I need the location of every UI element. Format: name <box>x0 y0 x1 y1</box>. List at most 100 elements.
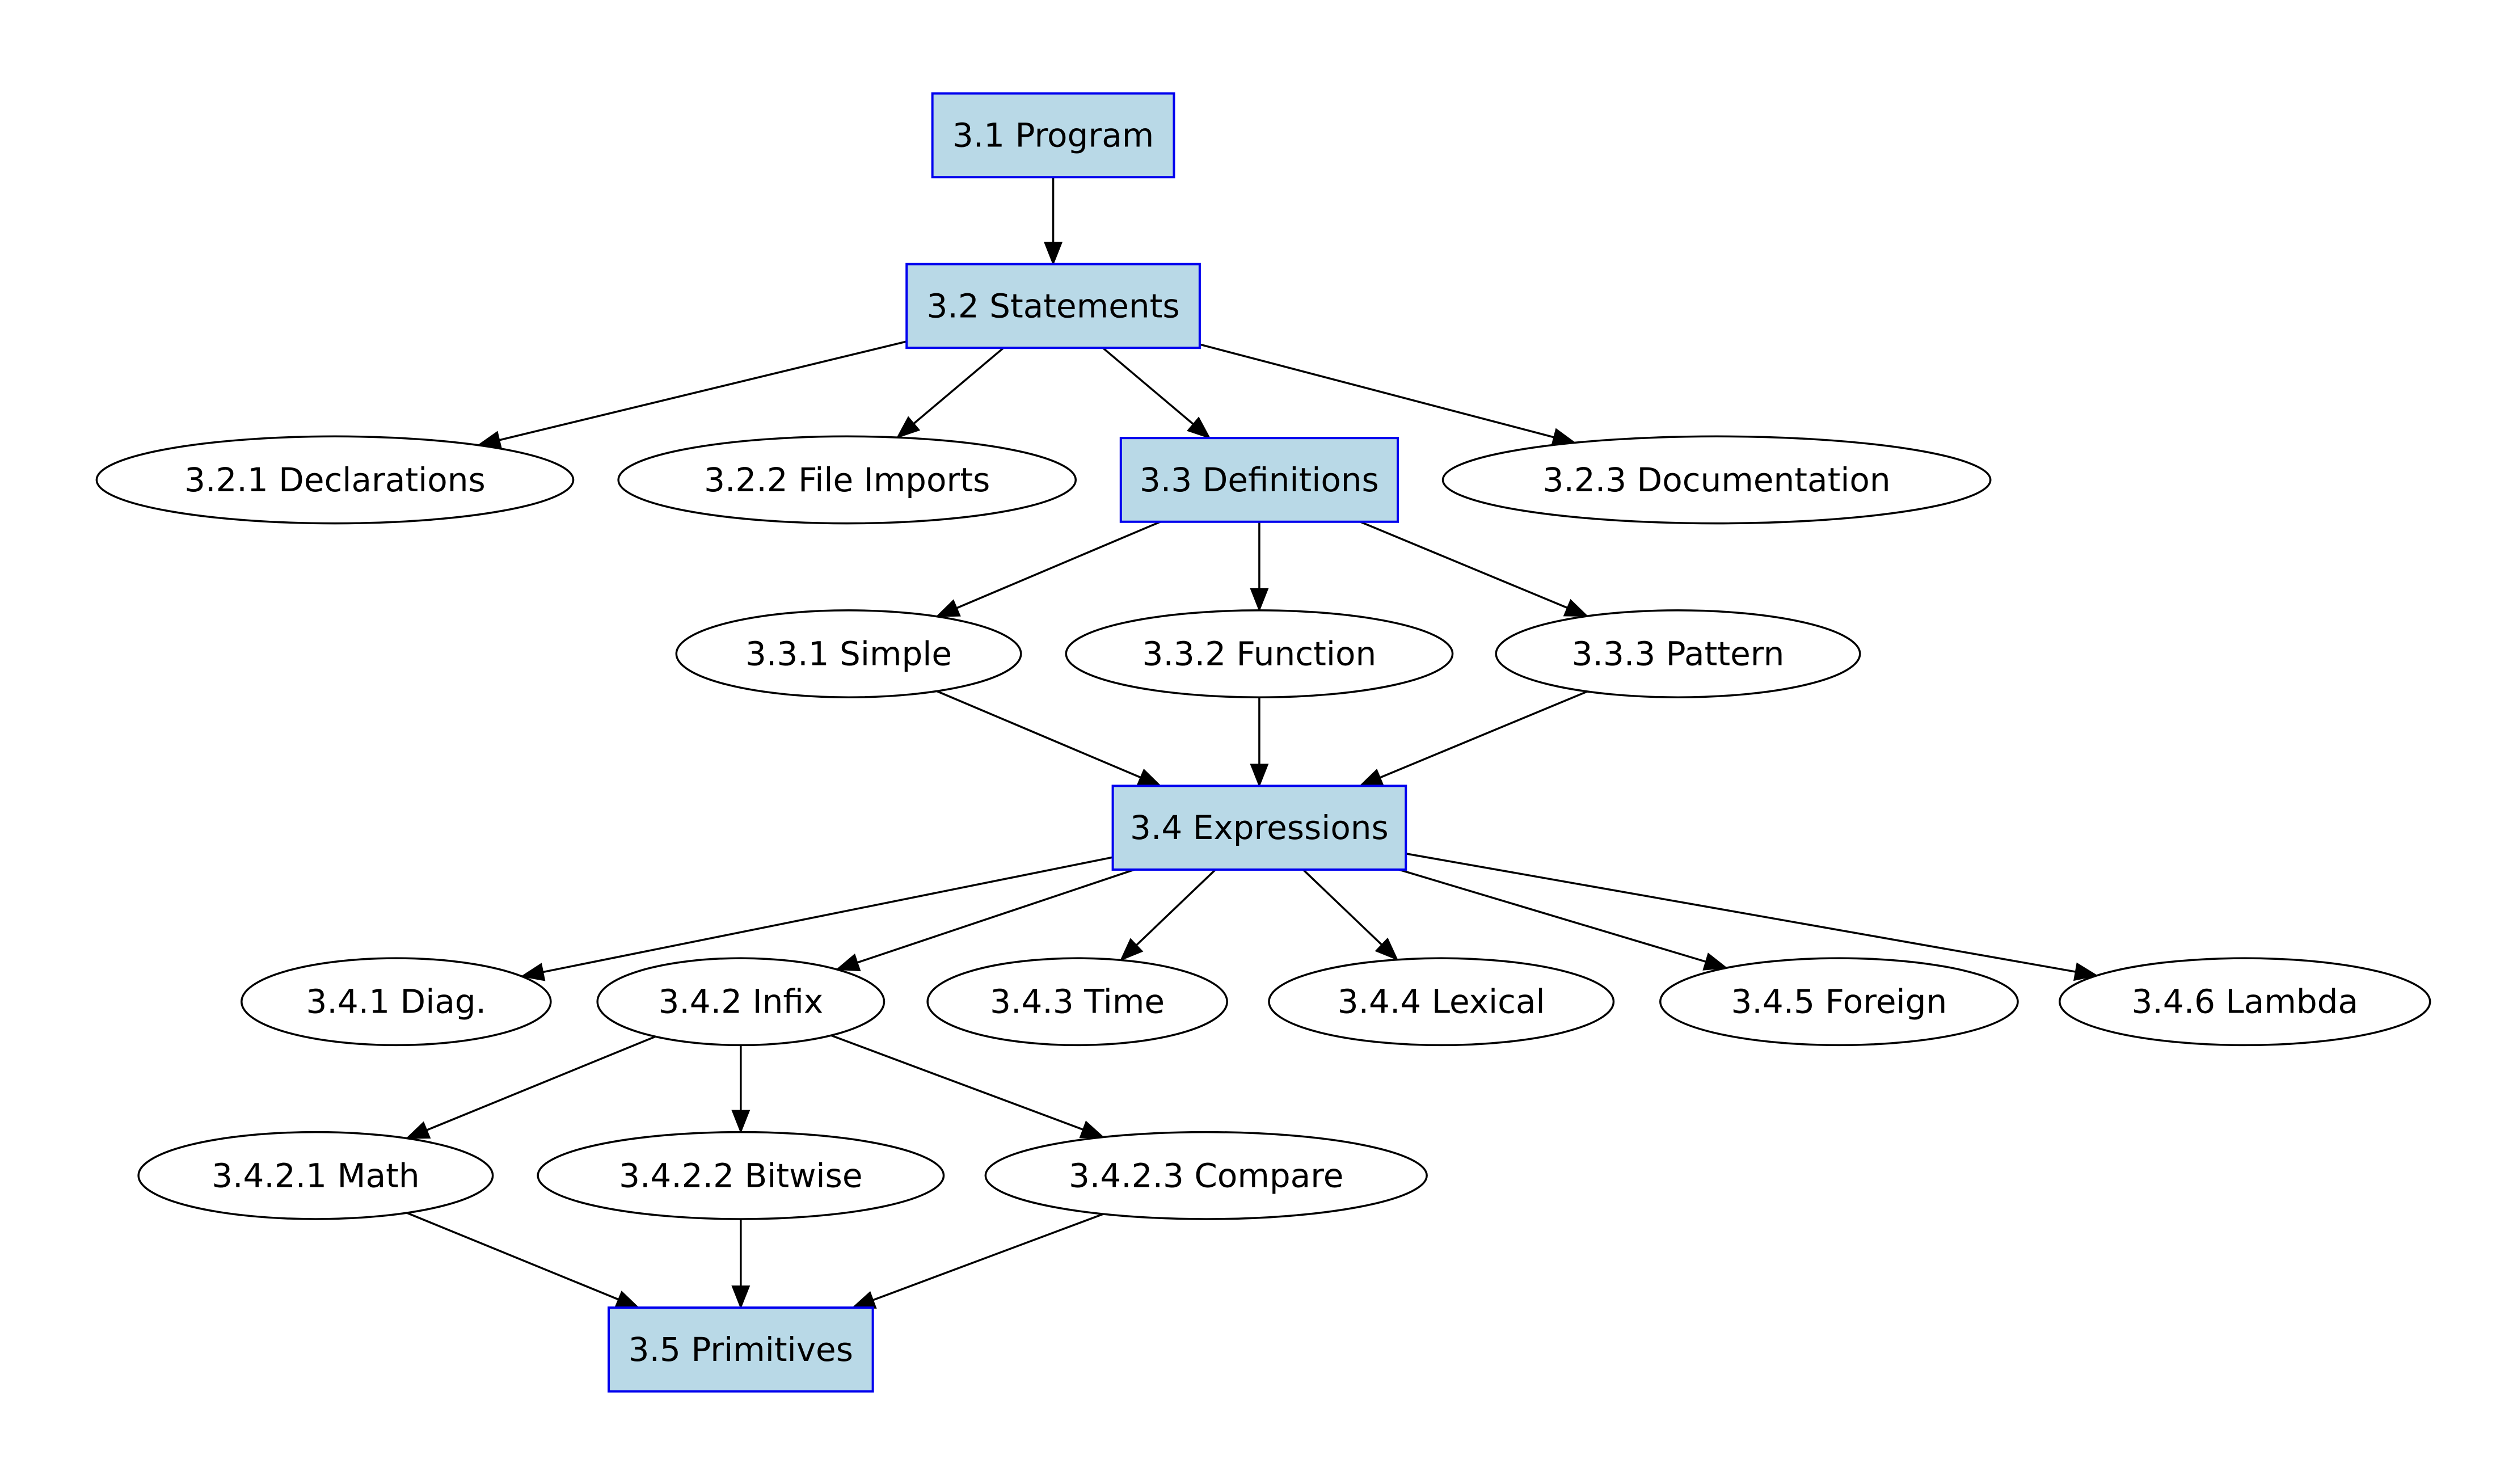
arrowhead-icon <box>835 953 861 972</box>
node-documentation: 3.2.3 Documentation <box>1441 435 1992 525</box>
node-label: 3.4.2.1 Math <box>212 1156 419 1195</box>
node-label: 3.5 Primitives <box>629 1330 853 1369</box>
arrowhead-icon <box>614 1291 640 1309</box>
edge-line <box>1405 852 2076 973</box>
node-ellipse <box>2059 957 2431 1047</box>
node-label: 3.4.5 Foreign <box>1731 983 1947 1021</box>
edge-line <box>872 1213 1104 1301</box>
arrowhead-icon <box>935 599 961 617</box>
edge-infix-to-bitwise <box>731 1045 751 1134</box>
node-ellipse <box>537 1131 945 1220</box>
edge-statements-to-definitions <box>1102 347 1211 439</box>
edge-line <box>542 856 1113 973</box>
edge-line <box>1136 869 1216 946</box>
edge-statements-to-file_imports <box>896 347 1005 439</box>
node-time: 3.4.3 Time <box>926 957 1228 1047</box>
node-ellipse <box>926 957 1228 1047</box>
arrowhead-icon <box>1250 764 1269 788</box>
edge-line <box>1398 869 1706 963</box>
node-ellipse <box>596 957 886 1047</box>
node-diag: 3.4.1 Diag. <box>241 957 552 1047</box>
node-foreign: 3.4.5 Foreign <box>1659 957 2019 1047</box>
edge-line <box>913 347 1005 425</box>
arrowhead-icon <box>2073 962 2098 981</box>
edge-pattern-to-expressions <box>1359 690 1588 787</box>
edges-layer <box>405 177 2098 1309</box>
node-box <box>905 263 1201 349</box>
node-lambda: 3.4.6 Lambda <box>2059 957 2431 1047</box>
edge-statements-to-declarations <box>477 340 907 449</box>
node-label: 3.3.2 Function <box>1142 635 1377 673</box>
node-label: 3.4.3 Time <box>990 983 1165 1021</box>
edge-expressions-to-foreign <box>1398 869 1728 971</box>
node-ellipse <box>1268 957 1615 1047</box>
edge-infix-to-compare <box>830 1034 1105 1139</box>
node-box <box>1111 785 1407 871</box>
node-label: 3.4 Expressions <box>1130 808 1389 847</box>
edge-line <box>406 1212 619 1301</box>
edge-line <box>857 869 1135 964</box>
node-compare: 3.4.2.3 Compare <box>984 1131 1428 1220</box>
edge-infix-to-math <box>405 1035 656 1139</box>
node-box <box>1119 437 1399 523</box>
edge-expressions-to-lexical <box>1302 869 1399 961</box>
edge-function-to-expressions <box>1250 697 1269 788</box>
arrowhead-icon <box>1250 588 1269 612</box>
node-pattern: 3.3.3 Pattern <box>1495 609 1861 698</box>
node-ellipse <box>241 957 552 1047</box>
node-ellipse <box>1065 609 1454 698</box>
edge-line <box>956 521 1161 609</box>
arrowhead-icon <box>731 1110 751 1134</box>
edge-line <box>830 1034 1083 1131</box>
node-label: 3.4.2.2 Bitwise <box>619 1156 862 1195</box>
arrowhead-icon <box>1136 768 1162 787</box>
edge-line <box>499 340 907 441</box>
arrowhead-icon <box>1044 242 1063 266</box>
node-label: 3.2.1 Declarations <box>184 461 486 499</box>
node-label: 3.4.6 Lambda <box>2131 983 2358 1021</box>
edge-expressions-to-time <box>1119 869 1216 962</box>
node-label: 3.3.3 Pattern <box>1572 635 1785 673</box>
arrowhead-icon <box>405 1121 431 1139</box>
arrowhead-icon <box>1119 938 1144 962</box>
edge-statements-to-documentation <box>1199 343 1576 446</box>
node-label: 3.1 Program <box>952 116 1154 154</box>
node-ellipse <box>1495 609 1861 698</box>
node-expressions: 3.4 Expressions <box>1111 785 1407 871</box>
node-label: 3.4.4 Lexical <box>1338 983 1545 1021</box>
node-program: 3.1 Program <box>931 92 1175 179</box>
edge-line <box>1302 869 1382 946</box>
edge-compare-to-primitives <box>851 1213 1104 1309</box>
edge-definitions-to-simple <box>935 521 1161 617</box>
node-ellipse <box>95 435 575 525</box>
node-ellipse <box>137 1131 494 1220</box>
edge-line <box>1102 347 1194 425</box>
edge-expressions-to-infix <box>835 869 1135 972</box>
node-label: 3.4.2.3 Compare <box>1069 1156 1343 1195</box>
node-box <box>608 1306 874 1393</box>
arrowhead-icon <box>851 1291 877 1309</box>
node-definitions: 3.3 Definitions <box>1119 437 1399 523</box>
edge-definitions-to-function <box>1250 521 1269 612</box>
edge-bitwise-to-primitives <box>731 1219 751 1309</box>
node-lexical: 3.4.4 Lexical <box>1268 957 1615 1047</box>
node-label: 3.4.1 Diag. <box>306 983 487 1021</box>
arrowhead-icon <box>731 1285 751 1309</box>
edge-program-to-statements <box>1044 177 1063 266</box>
edge-line <box>936 690 1141 779</box>
arrowhead-icon <box>1079 1120 1105 1139</box>
node-ellipse <box>1441 435 1992 525</box>
arrowhead-icon <box>1187 416 1211 439</box>
node-primitives: 3.5 Primitives <box>608 1306 874 1393</box>
edge-line <box>426 1035 656 1131</box>
arrowhead-icon <box>1375 937 1399 961</box>
node-function: 3.3.2 Function <box>1065 609 1454 698</box>
arrowhead-icon <box>1359 769 1384 787</box>
node-bitwise: 3.4.2.2 Bitwise <box>537 1131 945 1220</box>
node-label: 3.3.1 Simple <box>745 635 952 673</box>
node-infix: 3.4.2 Infix <box>596 957 886 1047</box>
node-label: 3.4.2 Infix <box>658 983 823 1021</box>
arrowhead-icon <box>1702 952 1728 971</box>
